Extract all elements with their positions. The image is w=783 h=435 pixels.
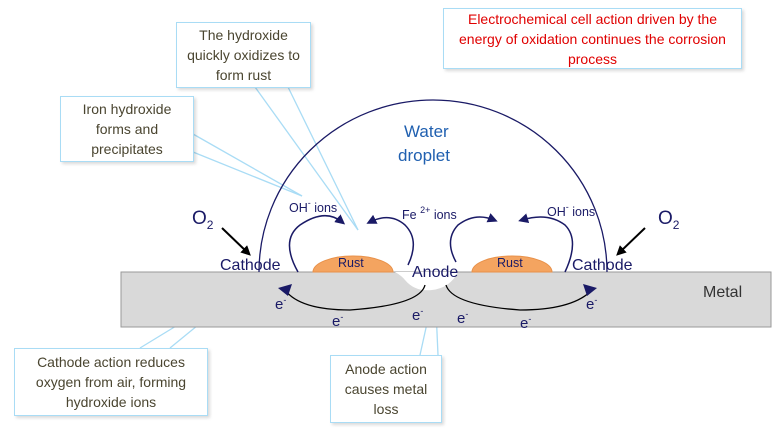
o2-right: O2	[658, 208, 679, 232]
electron-arrowhead-right	[583, 284, 597, 296]
water-label: Water	[404, 122, 449, 141]
charge: 2+	[420, 205, 431, 215]
e: e	[457, 310, 466, 327]
o2-base: O	[192, 208, 207, 229]
callout-iron-hydroxide: Iron hydroxide forms and precipitates	[60, 96, 194, 162]
oh-ions-left: OH- ions	[289, 198, 337, 215]
e: e	[275, 296, 284, 313]
o2-base: O	[658, 208, 673, 229]
anode-pit	[395, 272, 458, 291]
charge: -	[594, 295, 598, 305]
rust-left-label: Rust	[338, 256, 364, 270]
charge: -	[528, 314, 532, 324]
electron-label: e-	[412, 306, 423, 324]
o2-sub: 2	[206, 217, 214, 232]
e: e	[332, 313, 341, 330]
o2-sub: 2	[672, 217, 680, 232]
ions-word: ions	[314, 201, 338, 215]
charge: -	[307, 198, 311, 208]
e: e	[586, 296, 595, 313]
cathode-right-label: Cathode	[572, 257, 633, 274]
droplet-label: droplet	[398, 146, 450, 165]
fe-ions: Fe 2+ ions	[402, 205, 457, 222]
oh-base: OH	[289, 201, 308, 215]
charge: -	[565, 202, 569, 212]
o2-arrow-left	[221, 227, 251, 256]
charge: -	[283, 295, 287, 305]
electron-label: e-	[332, 312, 343, 330]
cathode-left-label: Cathode	[220, 257, 281, 274]
rust-right	[471, 255, 553, 273]
ions-word: ions	[433, 208, 457, 222]
water-droplet-outline	[258, 99, 608, 273]
e: e	[412, 307, 421, 324]
callout-cathode-action: Cathode action reduces oxygen from air, …	[14, 348, 208, 416]
electron-label: e-	[457, 309, 468, 327]
electron-label: e-	[520, 314, 531, 332]
rust-left	[312, 255, 394, 273]
ion-arrows	[288, 213, 574, 273]
oh-base: OH	[547, 205, 566, 219]
charge: -	[465, 309, 469, 319]
rust-right-label: Rust	[497, 256, 523, 270]
callout-anode-action: Anode action causes metal loss	[330, 355, 442, 423]
fe-base: Fe	[402, 208, 417, 222]
o2-arrow-right	[616, 227, 646, 256]
ions-word: ions	[572, 205, 596, 219]
o2-left: O2	[192, 208, 213, 232]
anode-label: Anode	[412, 264, 459, 281]
electron-arrows	[284, 284, 591, 311]
charge: -	[340, 312, 344, 322]
oh-ions-right: OH- ions	[547, 202, 595, 219]
charge: -	[420, 306, 424, 316]
electron-arrowhead-left	[278, 284, 292, 296]
electron-label: e-	[586, 295, 597, 313]
electron-label: e-	[275, 295, 286, 313]
metal-label: Metal	[703, 284, 743, 301]
callout-electrochemical: Electrochemical cell action driven by th…	[443, 8, 742, 69]
e: e	[520, 315, 529, 332]
callout-hydroxide-oxidizes: The hydroxide quickly oxidizes to form r…	[176, 22, 311, 88]
